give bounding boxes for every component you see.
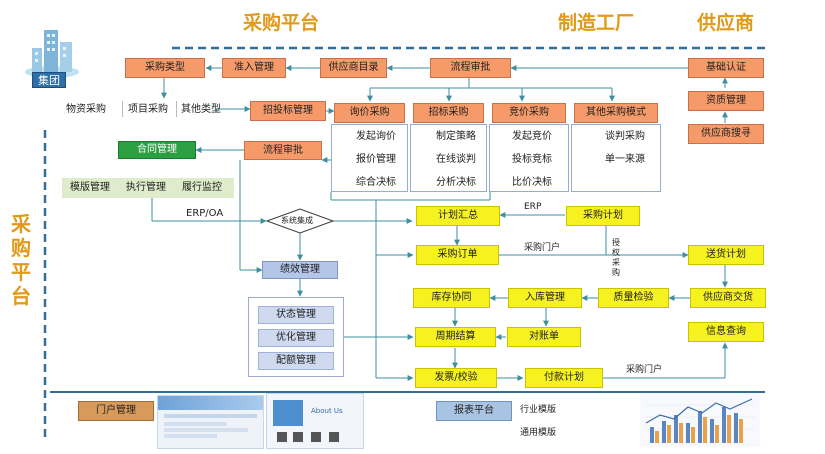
report-platform-box[interactable]: 报表平台 [436, 401, 512, 421]
tender-management-box[interactable]: 招投标管理 [250, 101, 326, 121]
general-template-label: 通用模版 [520, 428, 557, 438]
divider [122, 101, 123, 117]
access-management-box[interactable]: 准入管理 [222, 58, 286, 78]
delivery-plan-box[interactable]: 送货计划 [688, 245, 764, 265]
authorized-procurement-label: 授权采购 [612, 238, 620, 277]
procurement-plan-box[interactable]: 采购计划 [566, 206, 640, 226]
about-us-text: About Us [311, 407, 343, 415]
method-item: 谈判采购 [605, 131, 645, 142]
procurement-portal-label: 采购门户 [524, 243, 561, 253]
payment-plan-box[interactable]: 付款计划 [525, 368, 603, 388]
tender-procurement-title[interactable]: 招标采购 [413, 103, 484, 123]
supplier-delivery-box[interactable]: 供应商交货 [690, 288, 766, 308]
procurement-type-box[interactable]: 采购类型 [125, 58, 205, 78]
system-integration-diamond [265, 208, 335, 234]
plan-summary-box[interactable]: 计划汇总 [416, 206, 500, 226]
group-building-icon [24, 20, 80, 80]
method-item: 报价管理 [356, 154, 396, 165]
procurement-type-item: 物资采购 [66, 104, 106, 115]
industry-template-label: 行业模版 [520, 405, 557, 415]
supplier-directory-box[interactable]: 供应商目录 [320, 58, 387, 78]
method-item: 制定策略 [436, 131, 476, 142]
bidding-procurement-panel [489, 124, 569, 192]
tender-procurement-panel [410, 124, 487, 192]
quota-management-box[interactable]: 配额管理 [258, 352, 334, 370]
other-procurement-panel [571, 124, 661, 192]
header-procurement-platform: 采购平台 [243, 12, 320, 34]
method-item: 发起询价 [356, 131, 396, 142]
contract-process-approval-box[interactable]: 流程审批 [244, 141, 322, 160]
method-item: 发起竞价 [512, 131, 552, 142]
contract-item: 执行管理 [126, 182, 166, 193]
warehousing-management-box[interactable]: 入库管理 [508, 288, 582, 308]
supplier-search-box[interactable]: 供应商搜寻 [688, 124, 764, 144]
contract-management-box[interactable]: 合同管理 [118, 141, 196, 159]
system-integration-label[interactable]: 系统集成 [281, 216, 313, 225]
procurement-portal-label-2: 采购门户 [626, 365, 663, 375]
group-label: 集团 [32, 72, 66, 88]
purchase-order-box[interactable]: 采购订单 [416, 245, 499, 265]
qualification-management-box[interactable]: 资质管理 [688, 91, 764, 111]
method-item: 综合决标 [356, 177, 396, 188]
performance-management-box[interactable]: 绩效管理 [262, 261, 338, 279]
divider [176, 101, 177, 117]
contract-item: 履行监控 [182, 182, 222, 193]
method-item: 比价决标 [512, 177, 552, 188]
method-item: 在线谈判 [436, 154, 476, 165]
portal-screenshot-thumbnail [157, 395, 264, 449]
method-item: 单一来源 [605, 154, 645, 165]
inquiry-procurement-panel [331, 124, 408, 192]
method-item: 投标竞标 [512, 154, 552, 165]
method-item: 分析决标 [436, 177, 476, 188]
quality-inspection-box[interactable]: 质量检验 [598, 288, 669, 308]
contract-item: 模版管理 [70, 182, 110, 193]
report-chart-thumbnail [640, 393, 760, 447]
process-approval-box[interactable]: 流程审批 [430, 58, 511, 78]
periodic-settlement-box[interactable]: 周期结算 [415, 327, 496, 347]
inventory-coordination-box[interactable]: 库存协同 [413, 288, 490, 308]
inquiry-procurement-title[interactable]: 询价采购 [334, 103, 405, 123]
procurement-type-item: 项目采购 [128, 104, 168, 115]
invoice-verification-box[interactable]: 发票/校验 [415, 368, 497, 388]
erp-oa-label: ERP/OA [186, 208, 224, 219]
erp-flow-label: ERP [524, 202, 542, 212]
reconciliation-box[interactable]: 对账单 [507, 327, 581, 347]
about-us-thumbnail: About Us [266, 393, 364, 449]
header-manufacturing-plant: 制造工厂 [558, 12, 635, 34]
portal-management-box[interactable]: 门户管理 [78, 401, 154, 421]
status-management-box[interactable]: 状态管理 [258, 306, 334, 324]
header-procurement-platform-vertical: 采购平台 [11, 212, 31, 308]
contract-items-row [62, 178, 234, 198]
optimization-management-box[interactable]: 优化管理 [258, 329, 334, 347]
other-procurement-title[interactable]: 其他采购模式 [574, 103, 658, 123]
basic-certification-box[interactable]: 基础认证 [688, 58, 764, 78]
bidding-procurement-title[interactable]: 竞价采购 [492, 103, 566, 123]
procurement-type-item: 其他类型 [181, 104, 221, 115]
header-supplier: 供应商 [697, 12, 755, 34]
info-query-box[interactable]: 信息查询 [688, 322, 764, 342]
